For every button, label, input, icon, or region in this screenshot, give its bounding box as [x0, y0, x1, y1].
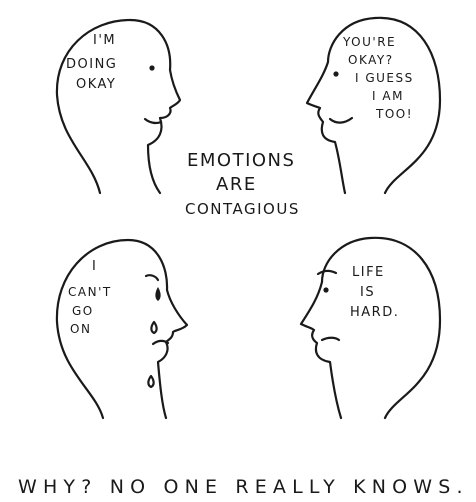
head-bottom-right: LIFE IS HARD. [299, 236, 442, 420]
tear-2-icon [150, 320, 158, 335]
eye-top-right [333, 71, 339, 77]
center-text-3: CONTAGIOUS [185, 200, 300, 218]
speech-bottom-left-3: GO [72, 304, 94, 318]
head-bottom-left: I CAN'T GO ON [55, 238, 189, 420]
speech-bottom-right-3: HARD. [350, 305, 399, 320]
tear-1-icon [155, 287, 161, 301]
speech-top-right-4: I AM [372, 89, 404, 103]
caption: WHY? NO ONE REALLY KNOWS. [18, 476, 464, 498]
speech-bottom-left-1: I [92, 259, 97, 274]
tear-3-icon [147, 374, 155, 389]
mouth-bottom-left [151, 339, 170, 346]
center-text-1: EMOTIONS [187, 150, 295, 171]
speech-top-left-3: OKAY [76, 77, 116, 92]
mouth-bottom-right [320, 336, 341, 342]
mouth-top-right [328, 116, 354, 124]
head-top-left: I'M DOING OKAY [55, 18, 182, 195]
speech-bottom-right-1: LIFE [352, 265, 385, 280]
speech-top-left-1: I'M [93, 33, 116, 48]
speech-top-right-1: YOU'RE [342, 35, 396, 49]
eye-bottom-right [323, 287, 329, 293]
speech-bottom-left-2: CAN'T [68, 285, 112, 299]
speech-top-right-2: OKAY? [348, 53, 394, 67]
speech-top-right-3: I GUESS [355, 71, 414, 85]
speech-bottom-left-4: ON [70, 322, 91, 336]
eye-top-left [149, 65, 155, 71]
speech-top-right-5: TOO! [375, 107, 413, 121]
speech-bottom-right-2: IS [360, 285, 375, 300]
speech-top-left-2: DOING [66, 57, 117, 72]
brow-bottom-left [144, 274, 160, 282]
head-top-right: YOU'RE OKAY? I GUESS I AM TOO! [305, 16, 442, 195]
center-text-2: ARE [216, 174, 257, 195]
brow-bottom-right [316, 269, 338, 276]
center-title: EMOTIONS ARE CONTAGIOUS [185, 150, 300, 218]
mouth-top-left [143, 117, 163, 125]
